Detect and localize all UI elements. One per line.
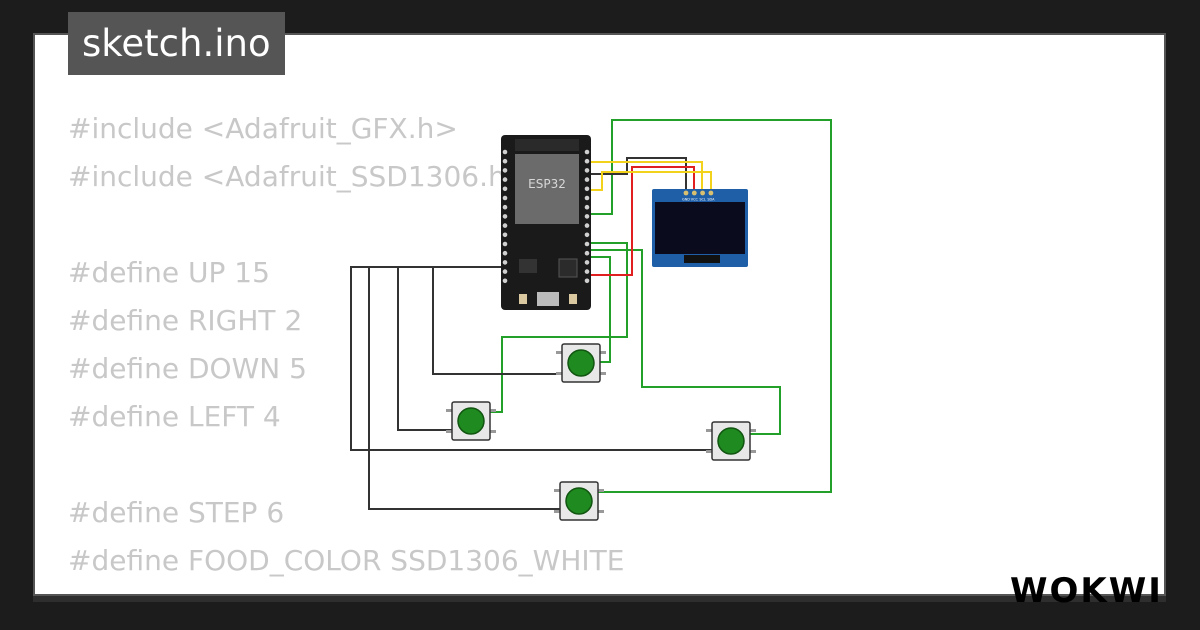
- esp32-pin[interactable]: [584, 204, 590, 210]
- esp32-pin[interactable]: [584, 232, 590, 238]
- code-line: #define SNAKE_COLOR SSD1306_WHITE: [68, 585, 637, 594]
- code-line: #define LEFT 4: [68, 400, 281, 433]
- code-line: #define STEP 6: [68, 496, 285, 529]
- oled-pin-label: VCC: [691, 198, 699, 202]
- yellow-wires: [590, 161, 712, 192]
- red-wire: [590, 166, 695, 276]
- esp32-pin[interactable]: [584, 269, 590, 274]
- esp32-pin[interactable]: [584, 241, 590, 247]
- esp32-pin[interactable]: [502, 204, 508, 210]
- oled-pin-label: SCL: [699, 198, 706, 202]
- esp32-pin[interactable]: [584, 195, 590, 201]
- pushbutton-icon[interactable]: [446, 401, 496, 441]
- esp32-pin[interactable]: [584, 223, 590, 228]
- code-line: #include <Adafruit_GFX.h>: [68, 112, 458, 145]
- code-line: #define DOWN 5: [68, 352, 307, 385]
- code-line: #include <Adafruit_SSD1306.h>: [68, 160, 530, 193]
- green-wires: [488, 119, 832, 493]
- black-wires: [350, 157, 712, 510]
- esp32-label: ESP32: [528, 177, 566, 191]
- brand-name: WOKWI: [1010, 571, 1163, 610]
- pushbutton-icon[interactable]: [556, 343, 606, 383]
- esp32-pin[interactable]: [502, 223, 508, 228]
- esp32-pin[interactable]: [502, 149, 508, 155]
- oled-pin-label: GND: [682, 198, 690, 202]
- esp32-pin[interactable]: [502, 260, 508, 265]
- esp32-pin[interactable]: [502, 232, 508, 238]
- esp32-pin[interactable]: [502, 168, 508, 173]
- esp32-pin[interactable]: [502, 186, 508, 192]
- esp32-pin[interactable]: [584, 168, 590, 173]
- code-line: #define RIGHT 2: [68, 304, 303, 337]
- oled-pin[interactable]: [708, 190, 714, 196]
- oled-pin-label: SDA: [707, 198, 715, 202]
- esp32-pin[interactable]: [502, 241, 508, 247]
- oled-pin[interactable]: [683, 190, 689, 196]
- preview-card: #include <Adafruit_GFX.h> #include <Adafr…: [33, 33, 1166, 596]
- card-shadow: [33, 596, 1166, 602]
- wokwi-logo-icon: WOKWI: [1010, 571, 1163, 610]
- pushbutton-icon[interactable]: [706, 421, 756, 461]
- esp32-pin[interactable]: [584, 158, 590, 164]
- esp32-pin[interactable]: [502, 195, 508, 201]
- oled-pin[interactable]: [700, 190, 705, 196]
- esp32-pin[interactable]: [502, 177, 508, 182]
- esp32-pin[interactable]: [502, 158, 508, 164]
- code-line: #define FOOD_COLOR SSD1306_WHITE: [68, 544, 625, 577]
- esp32-pin[interactable]: [502, 269, 508, 274]
- code-line: #define UP 15: [68, 256, 270, 289]
- esp32-pin[interactable]: [584, 278, 590, 284]
- esp32-pin[interactable]: [584, 177, 590, 182]
- oled-pin[interactable]: [691, 190, 697, 196]
- esp32-pin[interactable]: [584, 149, 590, 155]
- esp32-pin[interactable]: [584, 250, 590, 256]
- esp32-pin[interactable]: [584, 186, 590, 192]
- esp32-pin[interactable]: [502, 278, 508, 284]
- esp32-pin[interactable]: [502, 250, 508, 256]
- esp32-board-icon[interactable]: ESP32: [501, 135, 591, 310]
- esp32-pin[interactable]: [584, 214, 590, 219]
- code-preview: #include <Adafruit_GFX.h> #include <Adafr…: [68, 105, 637, 594]
- pushbutton-icon[interactable]: [554, 481, 604, 521]
- esp32-pin[interactable]: [584, 260, 590, 265]
- esp32-pin[interactable]: [502, 214, 508, 219]
- file-name-badge: sketch.ino: [68, 12, 285, 75]
